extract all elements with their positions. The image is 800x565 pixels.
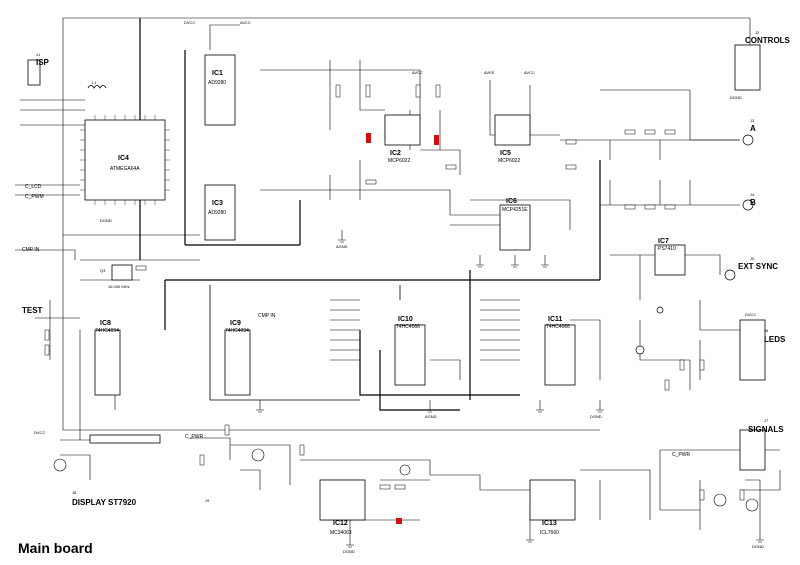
ic12-ref: IC12	[333, 520, 348, 527]
crystal-label: 16.000 MHz	[108, 284, 130, 289]
signal-c-pwm: C_PWM	[25, 194, 44, 200]
power-dvcc-1: DVCC	[184, 20, 196, 25]
ic9-ref: IC9	[230, 320, 241, 327]
ic4-ref: IC4	[118, 155, 129, 162]
power-dvcc-3: DVCC	[745, 312, 757, 317]
connector-display-label: DISPLAY ST7920	[72, 498, 137, 507]
ic1-part: AD9280	[208, 80, 227, 86]
ic8-part: 74HC4094	[95, 328, 119, 334]
signal-cmp-in-2: CMP IN	[258, 313, 276, 319]
power-dgnd-1: DGND	[100, 218, 112, 223]
power-avcc-2: AVCC	[412, 70, 423, 75]
ic5-part: MCP6022	[498, 158, 521, 164]
ic6-ref: IC6	[506, 198, 517, 205]
ic8-ref: IC8	[100, 320, 111, 327]
connector-test-label: TEST	[22, 306, 43, 315]
ic13-ref: IC13	[542, 520, 557, 527]
power-agnd-1: AGND	[336, 244, 348, 249]
ic7-part: PS7410	[658, 246, 676, 252]
ic10-ref: IC10	[398, 316, 413, 323]
power-dvcc-2: DVCC	[34, 430, 46, 435]
signal-c-pwr-2: C_PWR	[672, 452, 691, 458]
connector-controls-label: CONTROLS	[745, 36, 790, 45]
connector-j8-ref: J8	[72, 490, 77, 495]
connector-j4-ref: J4	[750, 192, 755, 197]
transistor-q3-label: Q3	[100, 268, 106, 273]
connector-j5-ref: J5	[750, 256, 755, 261]
connector-b-label: B	[750, 198, 756, 207]
connector-j2-ref: J2	[755, 30, 760, 35]
highlighted-resistor-1	[366, 133, 371, 143]
ic11-part: 74HC4066	[546, 324, 570, 330]
ic6-part: MCP4251E	[502, 207, 528, 213]
power-avcc-1: AVCC	[240, 20, 251, 25]
highlighted-resistor-3	[396, 518, 402, 524]
connector-leds-label: LEDS	[764, 335, 786, 344]
power-dgnd-5: DGND	[752, 544, 764, 549]
power-dgnd-2: DGND	[730, 95, 742, 100]
connector-j3-ref: J3	[750, 118, 755, 123]
connector-ext-sync-label: EXT SYNC	[738, 262, 779, 271]
ic3-ref: IC3	[212, 200, 223, 207]
ic4-part: ATMEGA64A	[110, 166, 140, 172]
highlighted-resistor-2	[434, 135, 439, 145]
power-avcc-3: AVCC	[524, 70, 535, 75]
power-agnd-2: AGND	[425, 414, 437, 419]
ic10-part: 74HC4066	[396, 324, 420, 330]
ic7-ref: IC7	[658, 238, 669, 245]
connector-j7-ref: J7	[764, 418, 769, 423]
page-title: Main board	[18, 540, 93, 556]
ic5-ref: IC5	[500, 150, 511, 157]
connector-signals-label: SIGNALS	[748, 425, 784, 434]
signal-c-pwr: C_PWR	[185, 434, 204, 440]
connector-j9-ref: J9	[205, 498, 210, 503]
connector-j1-ref: J1	[36, 52, 41, 57]
signal-c-lcd: C_LCD	[25, 184, 42, 190]
ic2-part: MCP6022	[388, 158, 411, 164]
ic9-part: 74HC4094	[225, 328, 249, 334]
connector-a-label: A	[750, 124, 756, 133]
ic3-part: AD9280	[208, 210, 227, 216]
inductor-l1-label: L1	[92, 80, 97, 85]
ic2-ref: IC2	[390, 150, 401, 157]
power-dgnd-4: DGND	[343, 549, 355, 554]
ic12-part: MC34063	[330, 530, 352, 536]
ic11-ref: IC11	[548, 316, 563, 323]
ic1-ref: IC1	[212, 70, 223, 77]
connector-j6-ref: J6	[764, 328, 769, 333]
power-dgnd-3: DGND	[590, 414, 602, 419]
signal-cmp-in: CMP IN	[22, 247, 40, 253]
power-avee-1: AVEE	[484, 70, 495, 75]
connector-isp-label: ISP	[36, 58, 49, 67]
ic13-part: ICL7660	[540, 530, 559, 536]
